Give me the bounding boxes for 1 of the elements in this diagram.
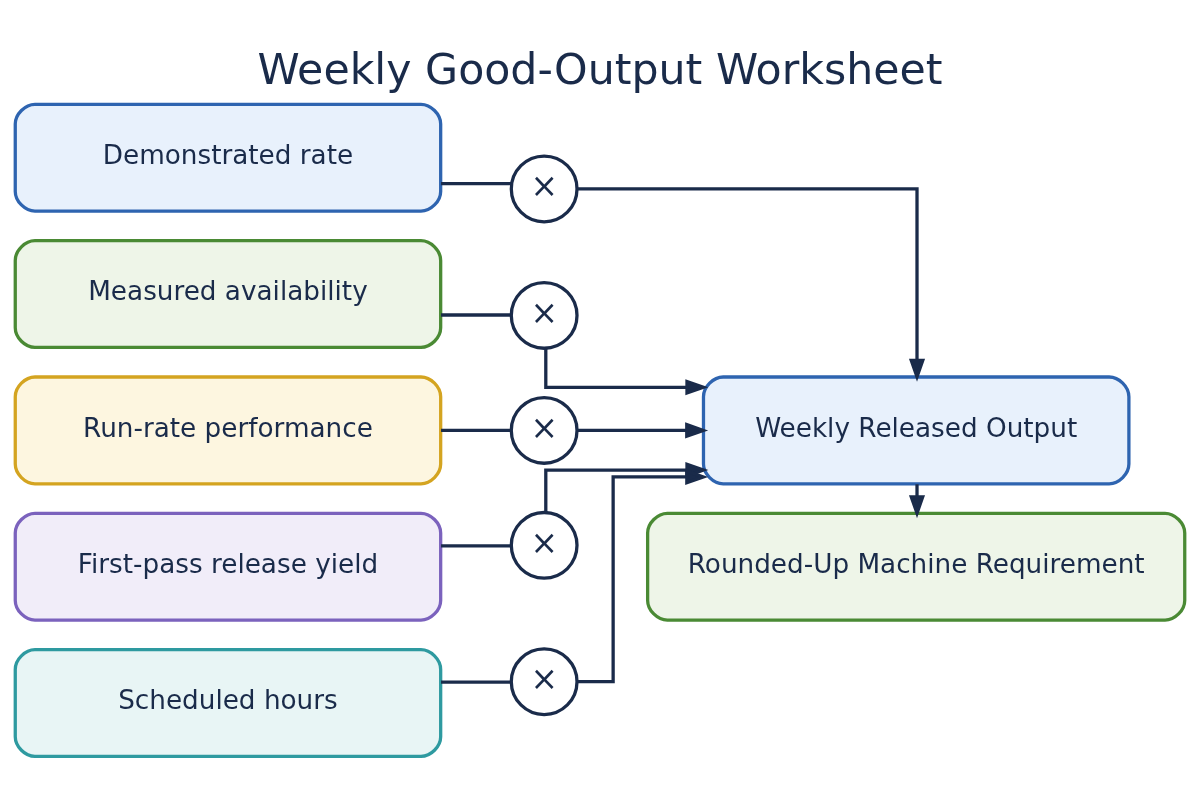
diagram-title: Weekly Good-Output Worksheet bbox=[257, 44, 943, 95]
